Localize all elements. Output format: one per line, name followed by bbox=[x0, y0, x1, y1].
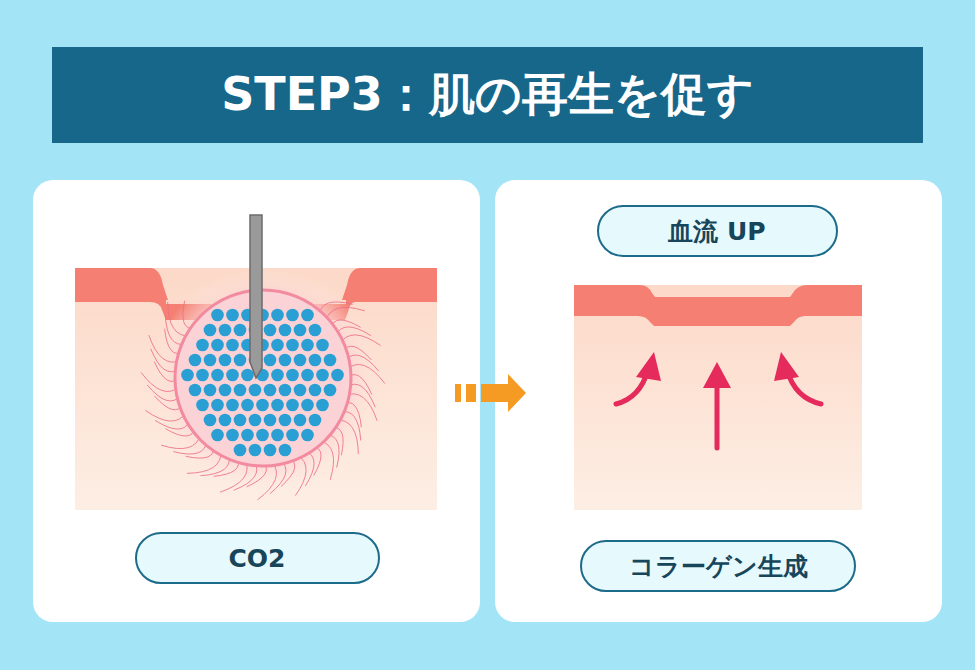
label-pill: コラーゲン生成 bbox=[580, 540, 856, 592]
pill-text: コラーゲン生成 bbox=[629, 550, 808, 583]
pill-text: CO2 bbox=[229, 544, 286, 573]
title-text: STEP3：肌の再生を促す bbox=[52, 47, 923, 143]
pill-text: 血流 UP bbox=[668, 215, 765, 248]
label-pill: CO2 bbox=[135, 532, 380, 584]
title-text: STEP3：肌の再生を促す bbox=[221, 64, 754, 126]
label-pill: 血流 UP bbox=[597, 205, 838, 257]
